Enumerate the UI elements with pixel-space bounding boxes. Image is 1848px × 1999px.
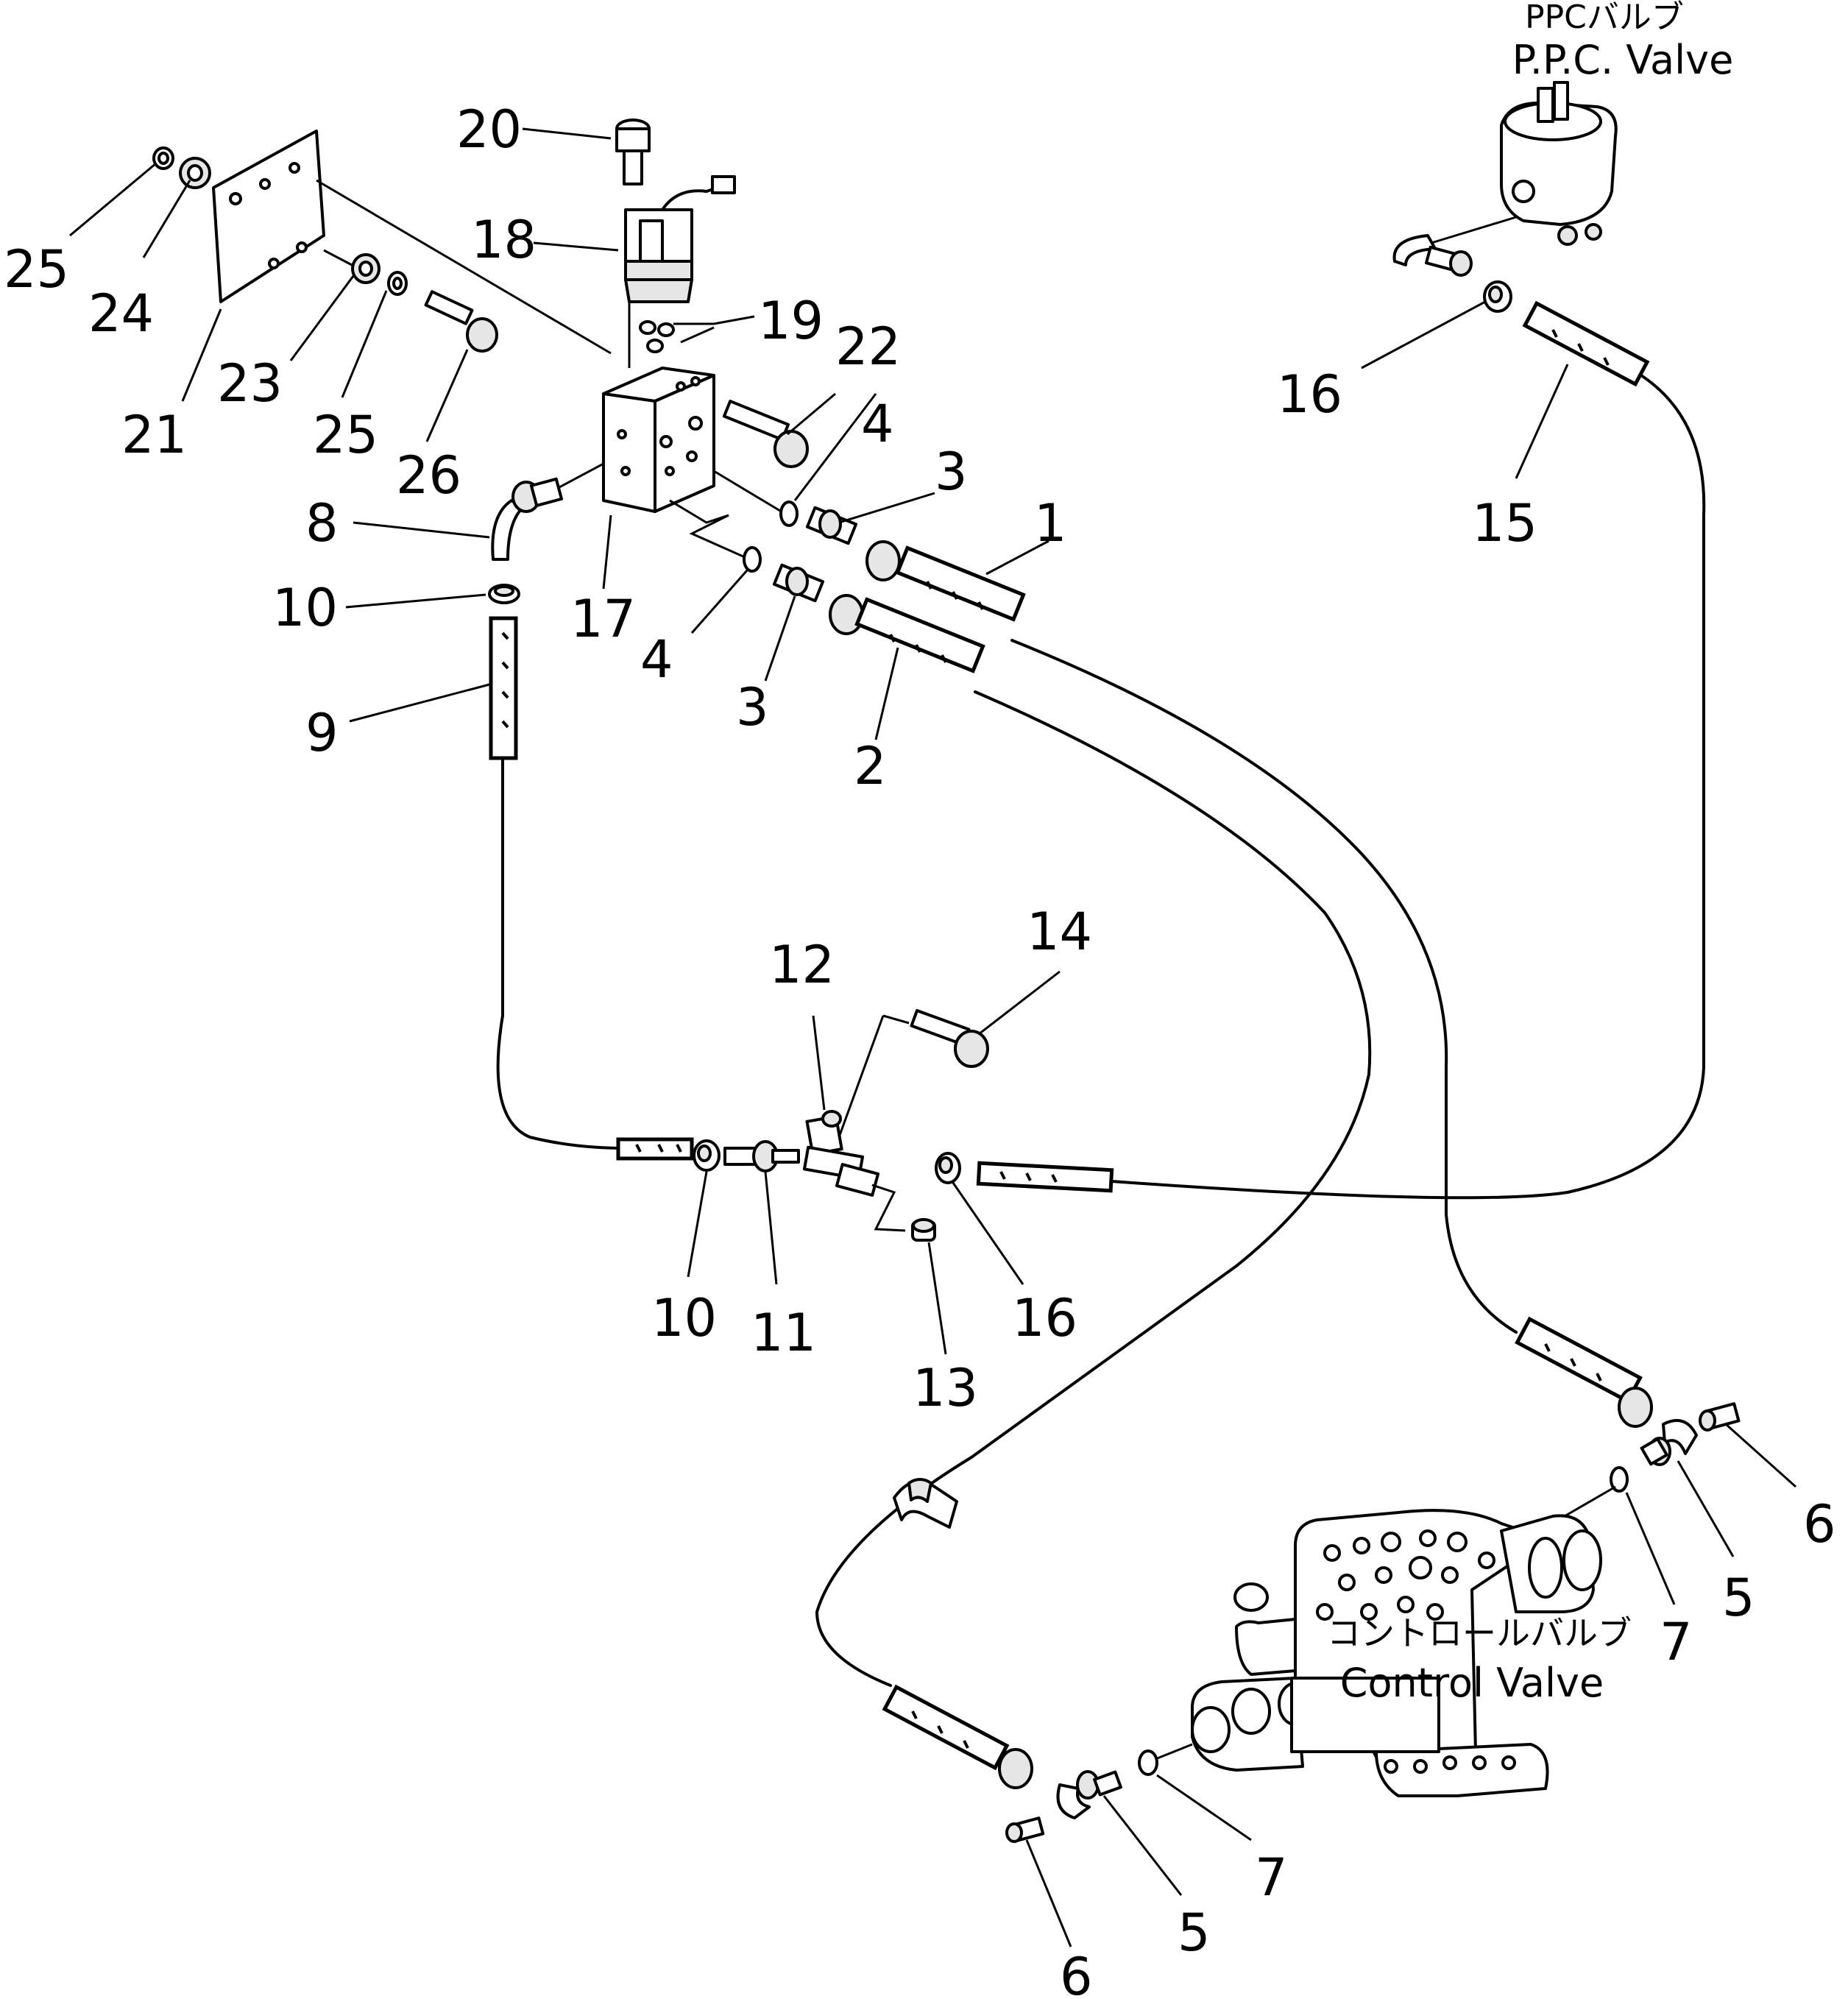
- callout-17: 17: [570, 589, 636, 649]
- callout-11: 11: [751, 1303, 816, 1363]
- callout-7-lower: 7: [1255, 1847, 1288, 1908]
- ppc-valve-caption-jp: PPCバルブ: [1525, 0, 1684, 36]
- control-valve: [1191, 1509, 1602, 1797]
- hose-2: [829, 594, 985, 673]
- hose-9: [489, 616, 518, 760]
- clamp-10-lower: [693, 1139, 721, 1172]
- hose-2-route: [815, 690, 1372, 1687]
- callout-4-lower: 4: [640, 629, 673, 690]
- callout-7-upper: 7: [1660, 1612, 1693, 1672]
- bolt-26: [424, 290, 498, 353]
- adapter-3-lower: [772, 563, 825, 603]
- elbow-8: [491, 462, 604, 561]
- plug-13: [911, 1218, 936, 1242]
- callout-2: 2: [854, 736, 887, 796]
- control-valve-caption-en: Control Valve: [1340, 1660, 1604, 1706]
- elbow-5-upper: [1640, 1419, 1698, 1466]
- callout-5-lower: 5: [1178, 1903, 1211, 1963]
- callout-19: 19: [758, 291, 824, 351]
- callout-25-right: 25: [313, 405, 378, 465]
- callout-14: 14: [1027, 902, 1092, 962]
- clamp-16-upper: [1483, 280, 1512, 313]
- callout-3-lower: 3: [736, 677, 769, 737]
- callout-3-upper: 3: [935, 442, 968, 502]
- o-ring-7-upper: [1545, 1466, 1629, 1529]
- hose-9-route: [496, 757, 627, 1150]
- callout-25-left: 25: [4, 239, 69, 300]
- hose-clip: [893, 1478, 958, 1529]
- callout-numbers: 25 24 21 23 25 26 20 18 19 22 8 17 10 9 …: [4, 99, 1836, 1999]
- hose-routes: [496, 374, 1706, 1687]
- hose-1-end: [1515, 1316, 1653, 1428]
- o-ring-7-lower: [1138, 1743, 1193, 1776]
- bolt-22: [722, 400, 809, 468]
- callout-22: 22: [835, 316, 901, 377]
- callout-5-upper: 5: [1722, 1568, 1755, 1628]
- clamp-10-upper: [488, 584, 520, 604]
- callout-20: 20: [456, 99, 522, 160]
- plug-6-upper: [1699, 1402, 1741, 1432]
- washer-25-right: [387, 271, 408, 296]
- valve-block-17: [602, 367, 788, 565]
- solenoid-18: [624, 175, 736, 368]
- bushing-24: [179, 157, 211, 189]
- control-valve-caption-jp: コントロールバルブ: [1327, 1613, 1632, 1653]
- callout-16-upper: 16: [1277, 364, 1342, 425]
- leader-lines: [69, 127, 1797, 1947]
- callout-23: 23: [217, 353, 283, 414]
- o-ring-4-upper: [779, 500, 799, 527]
- callout-13: 13: [913, 1358, 978, 1418]
- elbow-5-lower: [1056, 1770, 1122, 1819]
- o-rings-19: [639, 320, 675, 353]
- callout-26: 26: [396, 445, 461, 506]
- o-ring-4-lower: [743, 546, 762, 573]
- callout-10-lower: 10: [651, 1288, 717, 1348]
- callout-18: 18: [471, 210, 537, 270]
- tee-12: [802, 1014, 910, 1232]
- hose-15: [1522, 300, 1650, 387]
- bolt-20: [615, 118, 651, 185]
- callout-12: 12: [769, 935, 835, 995]
- callout-4-upper: 4: [861, 394, 894, 454]
- callout-10-upper: 10: [272, 578, 338, 638]
- callout-9: 9: [305, 703, 339, 763]
- callout-6-lower: 6: [1060, 1947, 1093, 1999]
- callout-1: 1: [1034, 493, 1067, 553]
- washer-25-left: [152, 146, 174, 170]
- callout-6-upper: 6: [1803, 1494, 1836, 1554]
- bracket-plate-21: [212, 130, 612, 355]
- callout-24: 24: [88, 283, 154, 344]
- fitting-11: [723, 1140, 800, 1172]
- hose-9-end: [616, 1137, 694, 1161]
- plug-6-lower: [1005, 1816, 1045, 1843]
- adapter-3-upper: [805, 506, 858, 545]
- callout-8: 8: [305, 493, 339, 553]
- ppc-valve: [1392, 81, 1618, 277]
- hose-1: [865, 540, 1026, 622]
- bushing-23: [323, 249, 380, 284]
- clamp-16-lower: [935, 1152, 961, 1184]
- hose-2-end: [882, 1684, 1033, 1789]
- bolt-14: [910, 1009, 989, 1068]
- callout-21: 21: [121, 405, 187, 465]
- callout-15: 15: [1472, 493, 1537, 553]
- ppc-valve-caption-en: P.P.C. Valve: [1512, 37, 1734, 83]
- callout-16-lower: 16: [1012, 1288, 1077, 1348]
- hose-15-end: [976, 1161, 1114, 1193]
- hose-1-route: [1010, 639, 1518, 1334]
- hose-15-route: [1110, 374, 1706, 1200]
